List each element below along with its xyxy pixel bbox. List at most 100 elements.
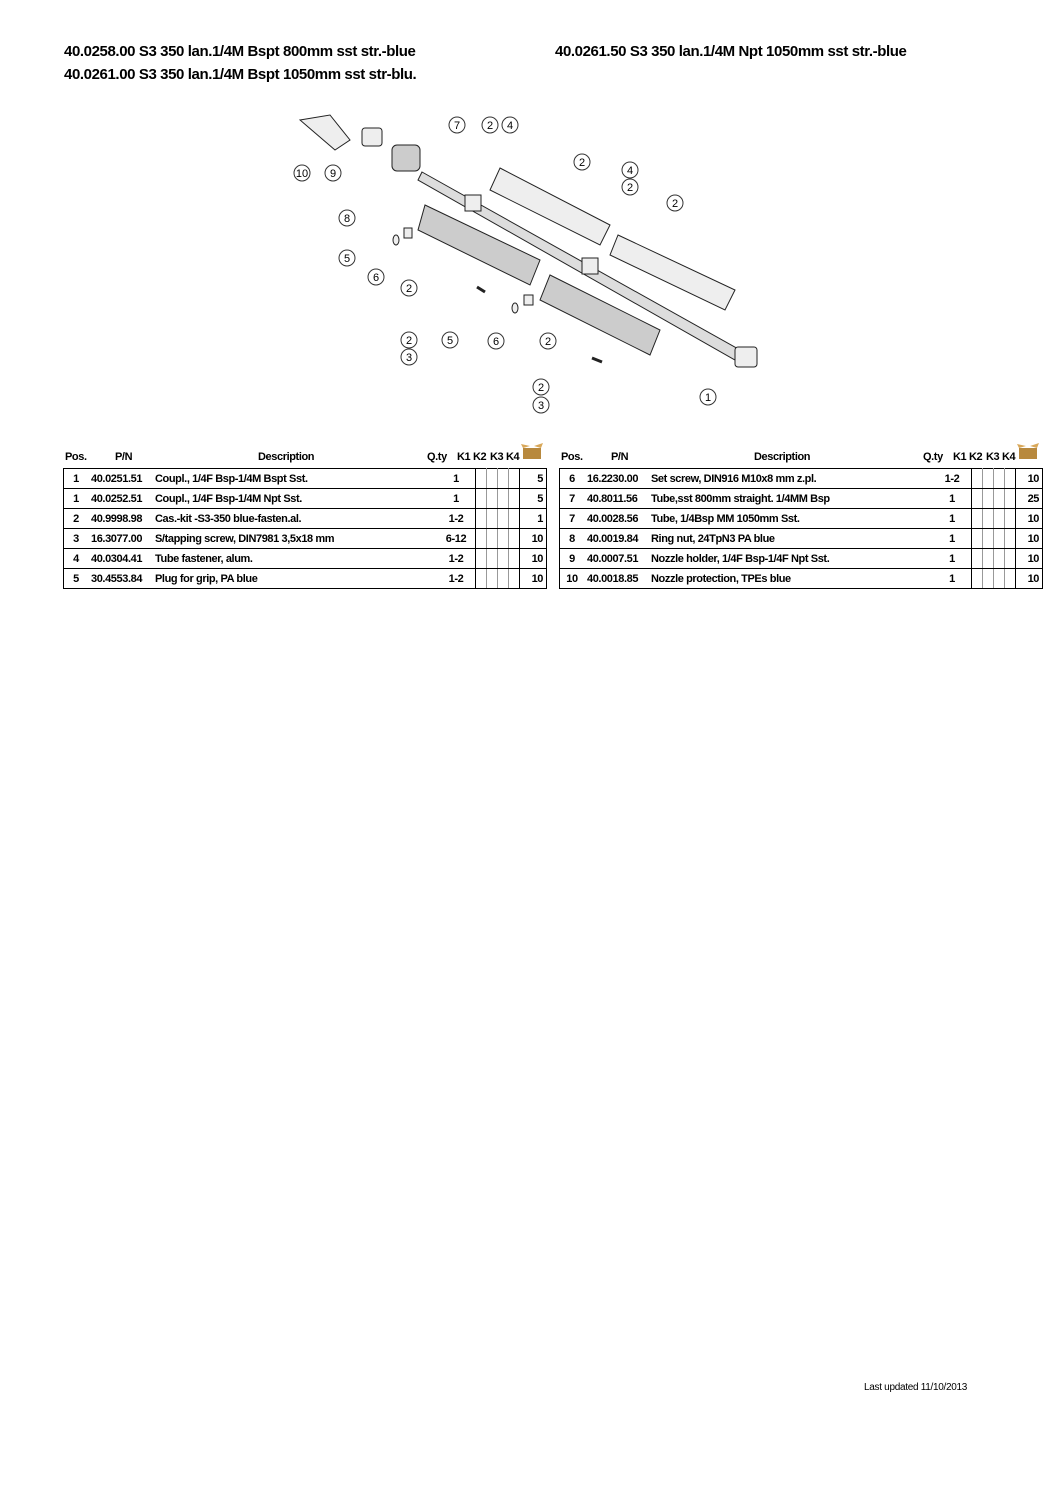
set-screw-part [511,302,519,314]
header-k1: K1 [953,451,967,463]
product-title-3: 40.0261.50 S3 350 lan.1/4M Npt 1050mm ss… [555,43,907,60]
cell-pos: 2 [63,508,88,529]
callout-4: 4 [621,161,639,179]
callout-label: 2 [538,382,544,394]
header-pos: Pos. [65,451,87,463]
cell-k [486,548,498,569]
callout-label: 2 [545,336,551,348]
callout-label: 2 [672,198,678,210]
callout-5: 5 [338,249,356,267]
cell-pack: 10 [1015,548,1043,569]
tube-fastener-part [464,194,482,212]
callout-3: 3 [532,396,550,414]
cell-pn: 40.0007.51 [584,548,648,569]
cell-k [993,488,1005,509]
cell-k [475,488,487,509]
cell-k [497,548,509,569]
callout-label: 5 [447,335,453,347]
callout-7: 7 [448,116,466,134]
cell-pack: 10 [1015,468,1043,489]
cell-description: Ring nut, 24TpN3 PA blue [648,528,933,549]
cell-k [982,508,994,529]
tube-fastener-part [581,257,599,275]
cell-pn: 40.8011.56 [584,488,648,509]
header-k3: K3 [986,451,1000,463]
header-k2: K2 [969,451,983,463]
screw-part [476,285,486,294]
box-icon [1017,443,1039,459]
callout-label: 2 [487,120,493,132]
parts-table-left: Pos. P/N Description Q.ty K1 K2 K3 K4 1 4… [63,443,547,589]
cell-pn: 40.0019.84 [584,528,648,549]
cell-qty: 1 [933,488,972,509]
header-pn: P/N [611,451,629,463]
cell-pn: 30.4553.84 [88,568,152,589]
callout-2: 2 [666,194,684,212]
cell-k [508,568,520,589]
cell-k [475,548,487,569]
cell-pack: 1 [519,508,547,529]
header-pn: P/N [115,451,133,463]
callout-5: 5 [441,331,459,349]
callout-3: 3 [400,348,418,366]
cell-pack: 10 [519,548,547,569]
cell-k [508,468,520,489]
product-title-1: 40.0258.00 S3 350 lan.1/4M Bspt 800mm ss… [64,43,416,60]
cell-k [475,468,487,489]
cell-k [508,488,520,509]
nozzle-holder-part [361,127,383,147]
grip-shell-part [539,274,661,356]
cell-description: Tube, 1/4Bsp MM 1050mm Sst. [648,508,933,529]
cell-k [486,508,498,529]
callout-1: 1 [699,388,717,406]
header-pos: Pos. [561,451,583,463]
callout-label: 10 [296,168,308,180]
header-k1: K1 [457,451,471,463]
cell-description: Nozzle protection, TPEs blue [648,568,933,589]
grip-shell-part [489,167,611,246]
cell-qty: 1 [933,508,972,529]
cell-k [982,548,994,569]
cell-k [1004,548,1016,569]
cell-description: Cas.-kit -S3-350 blue-fasten.al. [152,508,437,529]
grip-shell-part [417,204,541,286]
cell-description: Set screw, DIN916 M10x8 mm z.pl. [648,468,933,489]
cell-k [971,508,983,529]
callout-2: 2 [539,332,557,350]
cell-pos: 4 [63,548,88,569]
header-description: Description [754,451,811,463]
cell-pack: 5 [519,488,547,509]
callout-label: 8 [344,213,350,225]
cell-k [971,528,983,549]
callout-4: 4 [501,116,519,134]
callout-6: 6 [487,332,505,350]
cell-k [1004,488,1016,509]
cell-k [993,508,1005,529]
callout-label: 6 [373,272,379,284]
cell-k [508,528,520,549]
header-k2: K2 [473,451,487,463]
table-header: Pos. P/N Description Q.ty K1 K2 K3 K4 [63,443,547,468]
cell-k [497,468,509,489]
cell-qty: 1 [437,488,476,509]
cell-k [1004,528,1016,549]
cell-k [1004,568,1016,589]
header-qty: Q.ty [923,451,943,463]
cell-pack: 10 [519,528,547,549]
cell-description: Coupl., 1/4F Bsp-1/4M Bspt Sst. [152,468,437,489]
cell-pos: 3 [63,528,88,549]
cell-qty: 1-2 [437,568,476,589]
cell-qty: 1-2 [437,508,476,529]
callout-label: 2 [406,335,412,347]
cell-k [497,508,509,529]
screw-part [591,356,603,364]
cell-k [971,468,983,489]
cell-pos: 7 [559,488,584,509]
cell-qty: 6-12 [437,528,476,549]
